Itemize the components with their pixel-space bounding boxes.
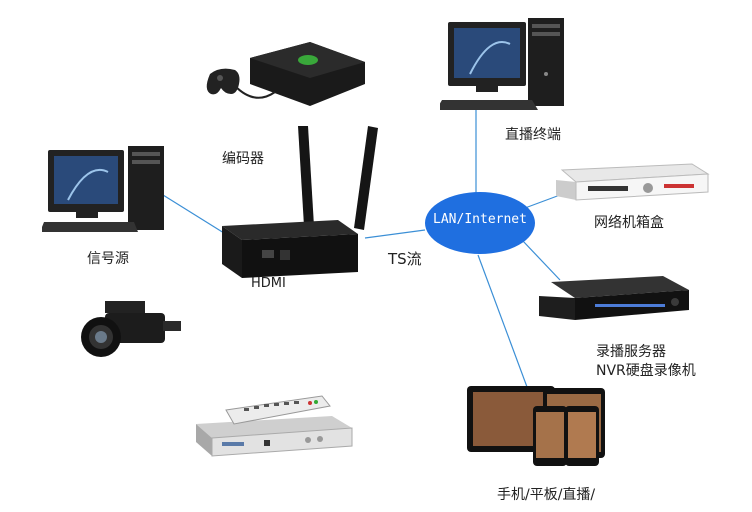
line-lan-nvr (521, 239, 561, 281)
set-top-box-icon (552, 158, 712, 206)
mobile-label: 手机/平板/直播/ (497, 487, 596, 503)
live-terminal-label: 直播终端 (505, 127, 561, 143)
ts-stream-label: TS流 (388, 250, 422, 268)
hdmi-label: HDMI (251, 276, 286, 291)
line-lan-stb (524, 194, 561, 209)
encoder-label: 编码器 (222, 151, 264, 167)
encoder-router-icon (218, 122, 388, 282)
satellite-receiver-icon (192, 392, 362, 460)
lan-ellipse: LAN/Internet (425, 192, 535, 254)
line-source-encoder (154, 189, 233, 239)
signal-source-label: 信号源 (87, 251, 129, 267)
nvr-label: NVR硬盘录像机 (596, 363, 696, 379)
game-console-icon (200, 36, 370, 116)
line-lan-mobile (477, 254, 531, 396)
desktop-computer-left-icon (42, 142, 172, 234)
camcorder-icon (75, 295, 185, 367)
desktop-computer-top-icon (440, 14, 570, 110)
tablet-phone-icon (465, 380, 615, 470)
line-encoder-lan (364, 229, 426, 239)
set-top-box-label: 网络机箱盒 (594, 215, 664, 231)
nvr-recorder-icon (535, 270, 695, 328)
recording-server-label: 录播服务器 (596, 344, 666, 360)
lan-label: LAN/Internet (433, 212, 527, 227)
